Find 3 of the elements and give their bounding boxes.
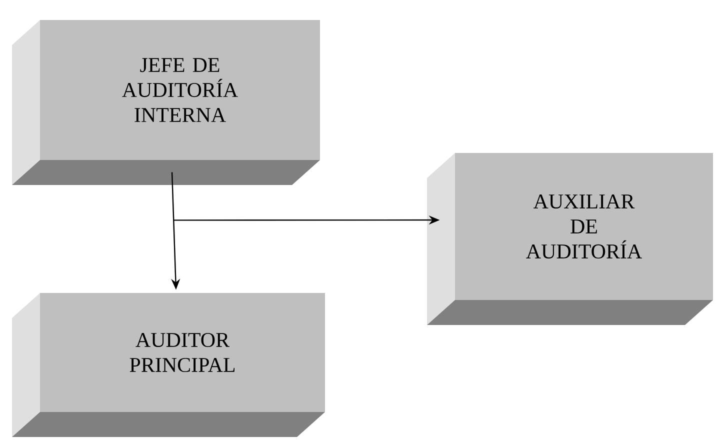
box-3d: JEFE DE AUDITORÍA INTERNA <box>12 20 320 185</box>
box-3d: AUXILIAR DE AUDITORÍA <box>427 153 713 325</box>
box-3d: AUDITOR PRINCIPAL <box>12 293 325 437</box>
